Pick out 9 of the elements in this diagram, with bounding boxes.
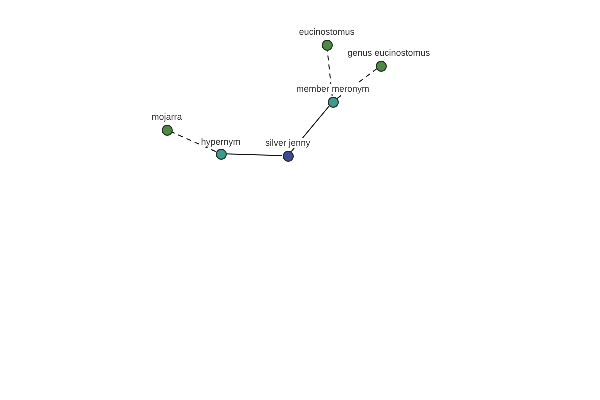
node-label: hypernym bbox=[201, 136, 241, 146]
node-label: member meronym bbox=[296, 84, 370, 94]
node-label: silver jenny bbox=[265, 138, 311, 148]
connector-line bbox=[327, 50, 333, 98]
connector-line bbox=[172, 132, 216, 152]
connector-line bbox=[226, 154, 283, 156]
node-label: eucinostomus bbox=[299, 26, 355, 36]
node-label: mojarra bbox=[152, 112, 182, 122]
node-label: genus eucinostomus bbox=[348, 48, 430, 58]
